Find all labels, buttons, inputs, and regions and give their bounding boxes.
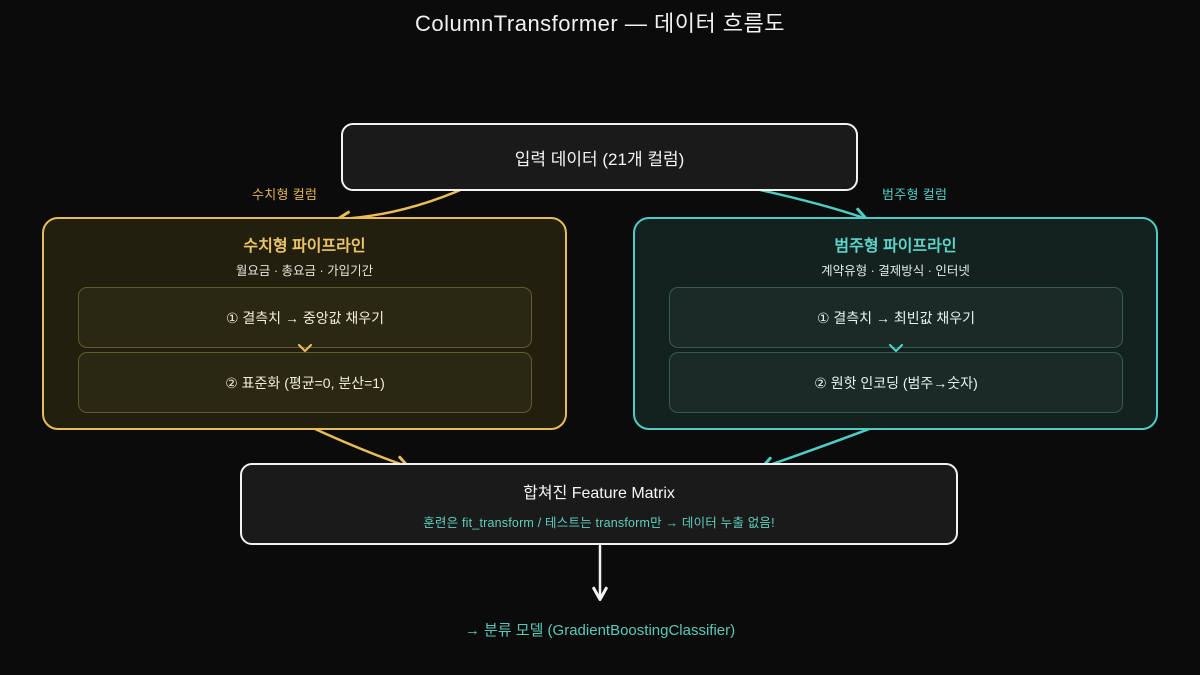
numeric-step-impute: ① 결측치 → 중앙값 채우기 <box>78 287 532 348</box>
numeric-pipeline-columns: 월요금 · 총요금 · 가입기간 <box>235 264 374 278</box>
input-data-label: 입력 데이터 (21개 컬럼) <box>514 149 685 169</box>
categorical-step-onehot-label: ② 원핫 인코딩 (범주→숫자) <box>814 374 978 391</box>
categorical-step-onehot: ② 원핫 인코딩 (범주→숫자) <box>669 352 1123 413</box>
numeric-pipeline-title: 수치형 파이프라인 <box>243 238 366 255</box>
numeric-step-scale: ② 표준화 (평균=0, 분산=1) <box>78 352 532 413</box>
chevron-down-icon <box>888 343 904 353</box>
numeric-pipeline-panel: 수치형 파이프라인 월요금 · 총요금 · 가입기간 ① 결측치 → 중앙값 채… <box>42 217 567 430</box>
categorical-branch-label: 범주형 컬럼 <box>882 187 948 202</box>
categorical-step-impute: ① 결측치 → 최빈값 채우기 <box>669 287 1123 348</box>
categorical-pipeline-columns: 계약유형 · 결제방식 · 인터넷 <box>821 264 970 278</box>
input-data-box: 입력 데이터 (21개 컬럼) <box>341 123 858 191</box>
numeric-step-impute-label: ① 결측치 → 중앙값 채우기 <box>225 309 385 326</box>
categorical-pipeline-panel: 범주형 파이프라인 계약유형 · 결제방식 · 인터넷 ① 결측치 → 최빈값 … <box>633 217 1158 430</box>
classifier-caption: → 분류 모델 (GradientBoostingClassifier) <box>464 622 736 639</box>
categorical-step-impute-label: ① 결측치 → 최빈값 채우기 <box>816 309 976 326</box>
page-title: ColumnTransformer — 데이터 흐름도 <box>414 11 786 36</box>
merged-box-note: 훈련은 fit_transform / 테스트는 transform만 → 데이… <box>423 516 775 530</box>
categorical-pipeline-title: 범주형 파이프라인 <box>834 238 957 255</box>
numeric-branch-label: 수치형 컬럼 <box>252 187 318 202</box>
merged-feature-matrix-box: 합쳐진 Feature Matrix 훈련은 fit_transform / 테… <box>240 463 958 545</box>
merged-box-title: 합쳐진 Feature Matrix <box>523 485 675 502</box>
numeric-step-scale-label: ② 표준화 (평균=0, 분산=1) <box>225 374 385 391</box>
chevron-down-icon <box>297 343 313 353</box>
